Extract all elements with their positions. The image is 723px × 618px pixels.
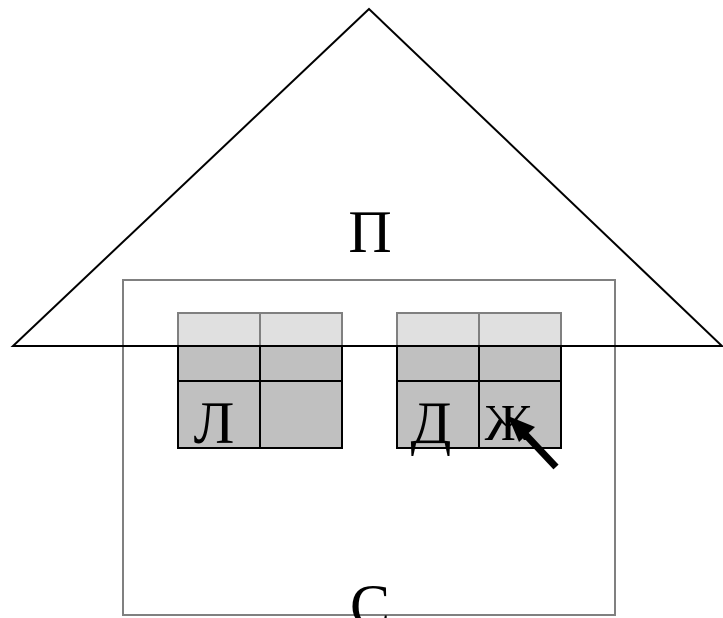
right-window-label: Д <box>411 390 452 456</box>
left-window-top-right-pane <box>260 313 342 346</box>
arrow-cursor-icon <box>508 416 559 470</box>
roof-triangle <box>10 7 723 347</box>
wall-rect <box>122 279 616 616</box>
left-window-label: Л <box>194 390 235 456</box>
left-window: Л <box>177 312 343 456</box>
wall-label: С <box>350 573 390 618</box>
right-window-top-left-pane <box>397 313 479 346</box>
left-window-top-left-pane <box>178 313 260 346</box>
right-window-top-right-pane <box>479 313 561 346</box>
roof-label: П <box>348 199 391 265</box>
right-window: Д Ж <box>396 312 562 456</box>
